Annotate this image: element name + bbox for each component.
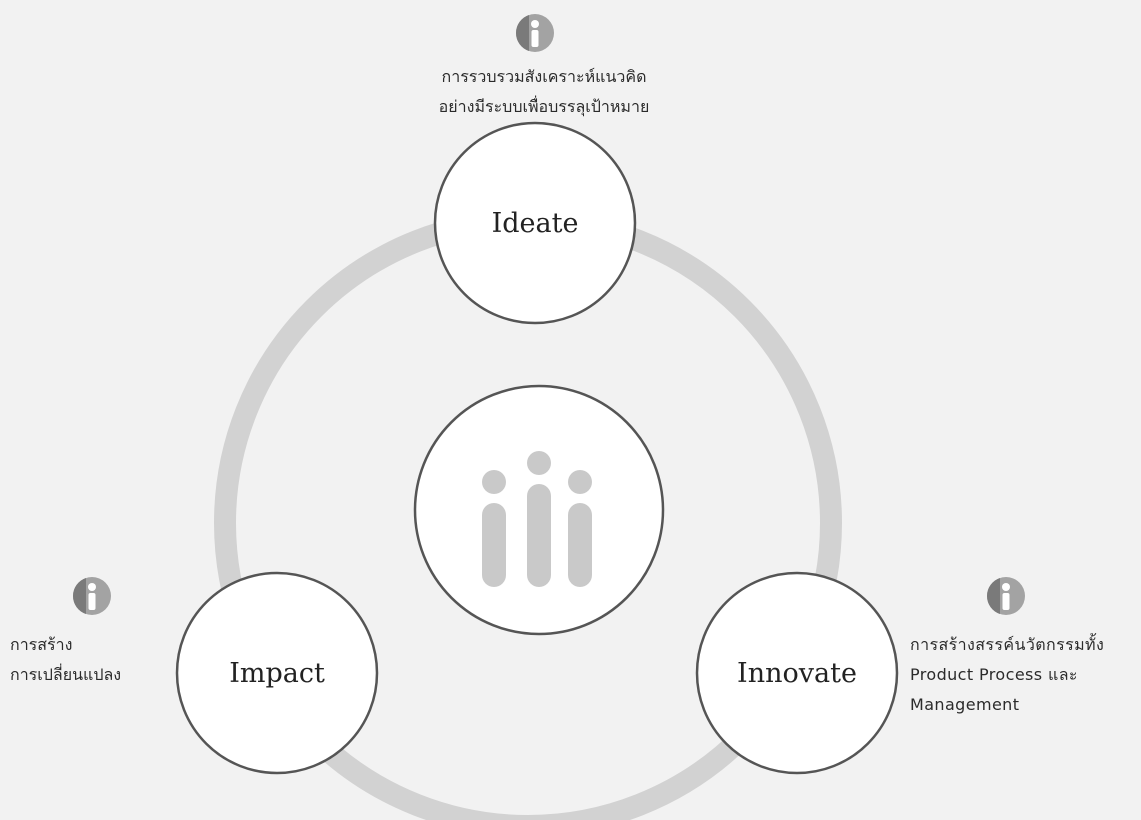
info-icon bbox=[987, 577, 1025, 615]
node-impact: Impact bbox=[175, 571, 379, 775]
node-label-impact: Impact bbox=[229, 658, 325, 689]
caption-ideate-line-2: อย่างมีระบบเพื่อบรรลุเป้าหมาย bbox=[438, 97, 650, 116]
caption-innovate-line-1: การสร้างสรรค์นวัตกรรมทั้ง bbox=[910, 635, 1105, 654]
three-people-logo-icon bbox=[482, 451, 592, 587]
caption-impact-line-1: การสร้าง bbox=[10, 635, 73, 654]
node-label-innovate: Innovate bbox=[737, 658, 857, 689]
node-label-ideate: Ideate bbox=[492, 208, 579, 239]
info-icon bbox=[73, 577, 111, 615]
caption-impact: การสร้าง การเปลี่ยนแปลง bbox=[10, 630, 121, 690]
caption-ideate: การรวบรวมสังเคราะห์แนวคิด อย่างมีระบบเพื… bbox=[414, 62, 674, 122]
caption-innovate: การสร้างสรรค์นวัตกรรมทั้ง Product Proces… bbox=[910, 630, 1104, 720]
info-icon bbox=[516, 14, 554, 52]
node-innovate: Innovate bbox=[695, 571, 899, 775]
caption-ideate-line-1: การรวบรวมสังเคราะห์แนวคิด bbox=[441, 67, 647, 86]
node-ideate: Ideate bbox=[433, 121, 637, 325]
caption-innovate-line-3: Management bbox=[910, 695, 1020, 714]
caption-innovate-line-2: Product Process และ bbox=[910, 665, 1078, 684]
caption-impact-line-2: การเปลี่ยนแปลง bbox=[10, 665, 122, 684]
